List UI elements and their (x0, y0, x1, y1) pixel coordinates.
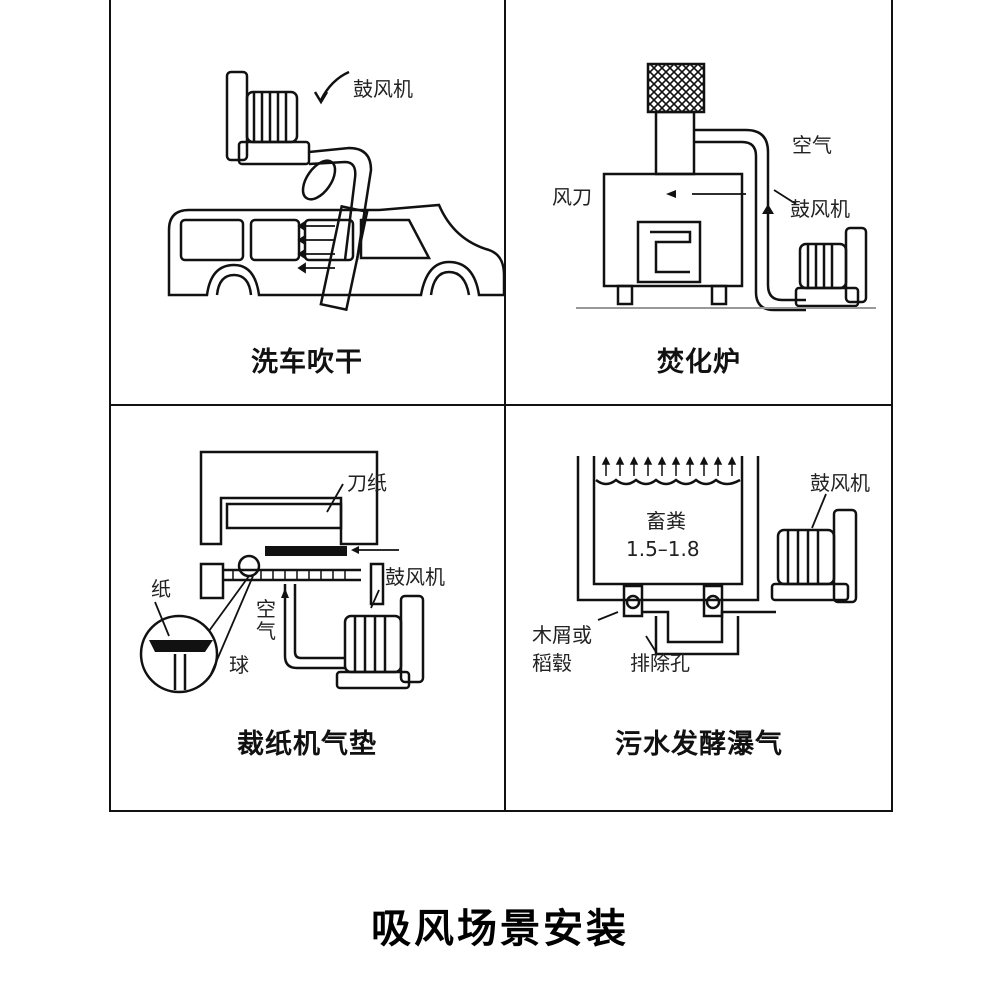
label-blower: 鼓风机 (353, 77, 413, 101)
label-knife-paper: 刀纸 (347, 471, 387, 495)
label-blower: 鼓风机 (810, 471, 870, 495)
caption-sewage: 污水发酵瀑气 (615, 729, 783, 760)
air-ball (237, 554, 261, 578)
caption-incinerator: 焚化炉 (657, 347, 741, 378)
drain-1 (622, 584, 644, 618)
label-drain-hole: 排除孔 (630, 651, 690, 675)
car-window-4 (359, 218, 432, 260)
car-window-1 (179, 218, 245, 262)
paper-sheet (265, 546, 347, 556)
cutter-frame (199, 450, 379, 546)
air-nozzle (319, 204, 369, 312)
blower-fan-housing (844, 226, 868, 304)
car-window-2 (249, 218, 301, 262)
panel-paper-cutter: 刀纸 鼓风机 纸 空气 球 裁纸机气垫 (109, 406, 505, 811)
label-blower: 鼓风机 (790, 197, 850, 221)
furnace-door (636, 220, 702, 284)
air-duct (308, 146, 373, 261)
sewage-diagram (576, 456, 858, 656)
label-air-knife: 风刀 (552, 185, 592, 209)
blower-fan-housing (399, 594, 425, 684)
car-wash-diagram (167, 70, 505, 312)
drain-2 (702, 584, 724, 618)
incinerator-diagram (576, 62, 876, 312)
label-blower: 鼓风机 (385, 565, 445, 589)
caption-car-wash: 洗车吹干 (251, 347, 363, 378)
furnace-body (602, 172, 744, 288)
knife (225, 502, 343, 530)
label-ball: 球 (229, 653, 249, 677)
tank-wall (576, 456, 760, 602)
blower-fan-housing (832, 508, 858, 604)
blower-fan-housing (225, 70, 249, 162)
label-ratio: 1.5–1.8 (626, 537, 700, 561)
label-sawdust-line2: 稻毂 (532, 651, 572, 675)
label-manure: 畜粪 (646, 509, 686, 533)
label-air: 空气 (256, 597, 276, 643)
chimney (654, 110, 696, 176)
panel-sewage: 鼓风机 畜粪 1.5–1.8 木屑或 稻毂 排除孔 污水发酵瀑气 (506, 406, 892, 811)
panel-car-wash: 鼓风机 洗车吹干 (109, 0, 505, 405)
car-body (167, 203, 505, 297)
air-pipe (642, 610, 776, 644)
paper-cutter-diagram (139, 450, 425, 694)
scenario-grid: 鼓风机 洗车吹干 (109, 0, 893, 812)
label-sawdust-line1: 木屑或 (532, 623, 592, 647)
label-air: 空气 (792, 133, 832, 157)
grid-lines (109, 0, 893, 812)
label-paper: 纸 (151, 577, 171, 601)
chimney-filter (646, 62, 706, 114)
air-pipe (283, 584, 345, 670)
zoom-detail (139, 614, 219, 694)
panel-incinerator: 空气 鼓风机 风刀 焚化炉 (506, 0, 892, 405)
page-title: 吸风场景安装 (371, 906, 629, 952)
caption-paper-cutter: 裁纸机气垫 (237, 729, 377, 760)
